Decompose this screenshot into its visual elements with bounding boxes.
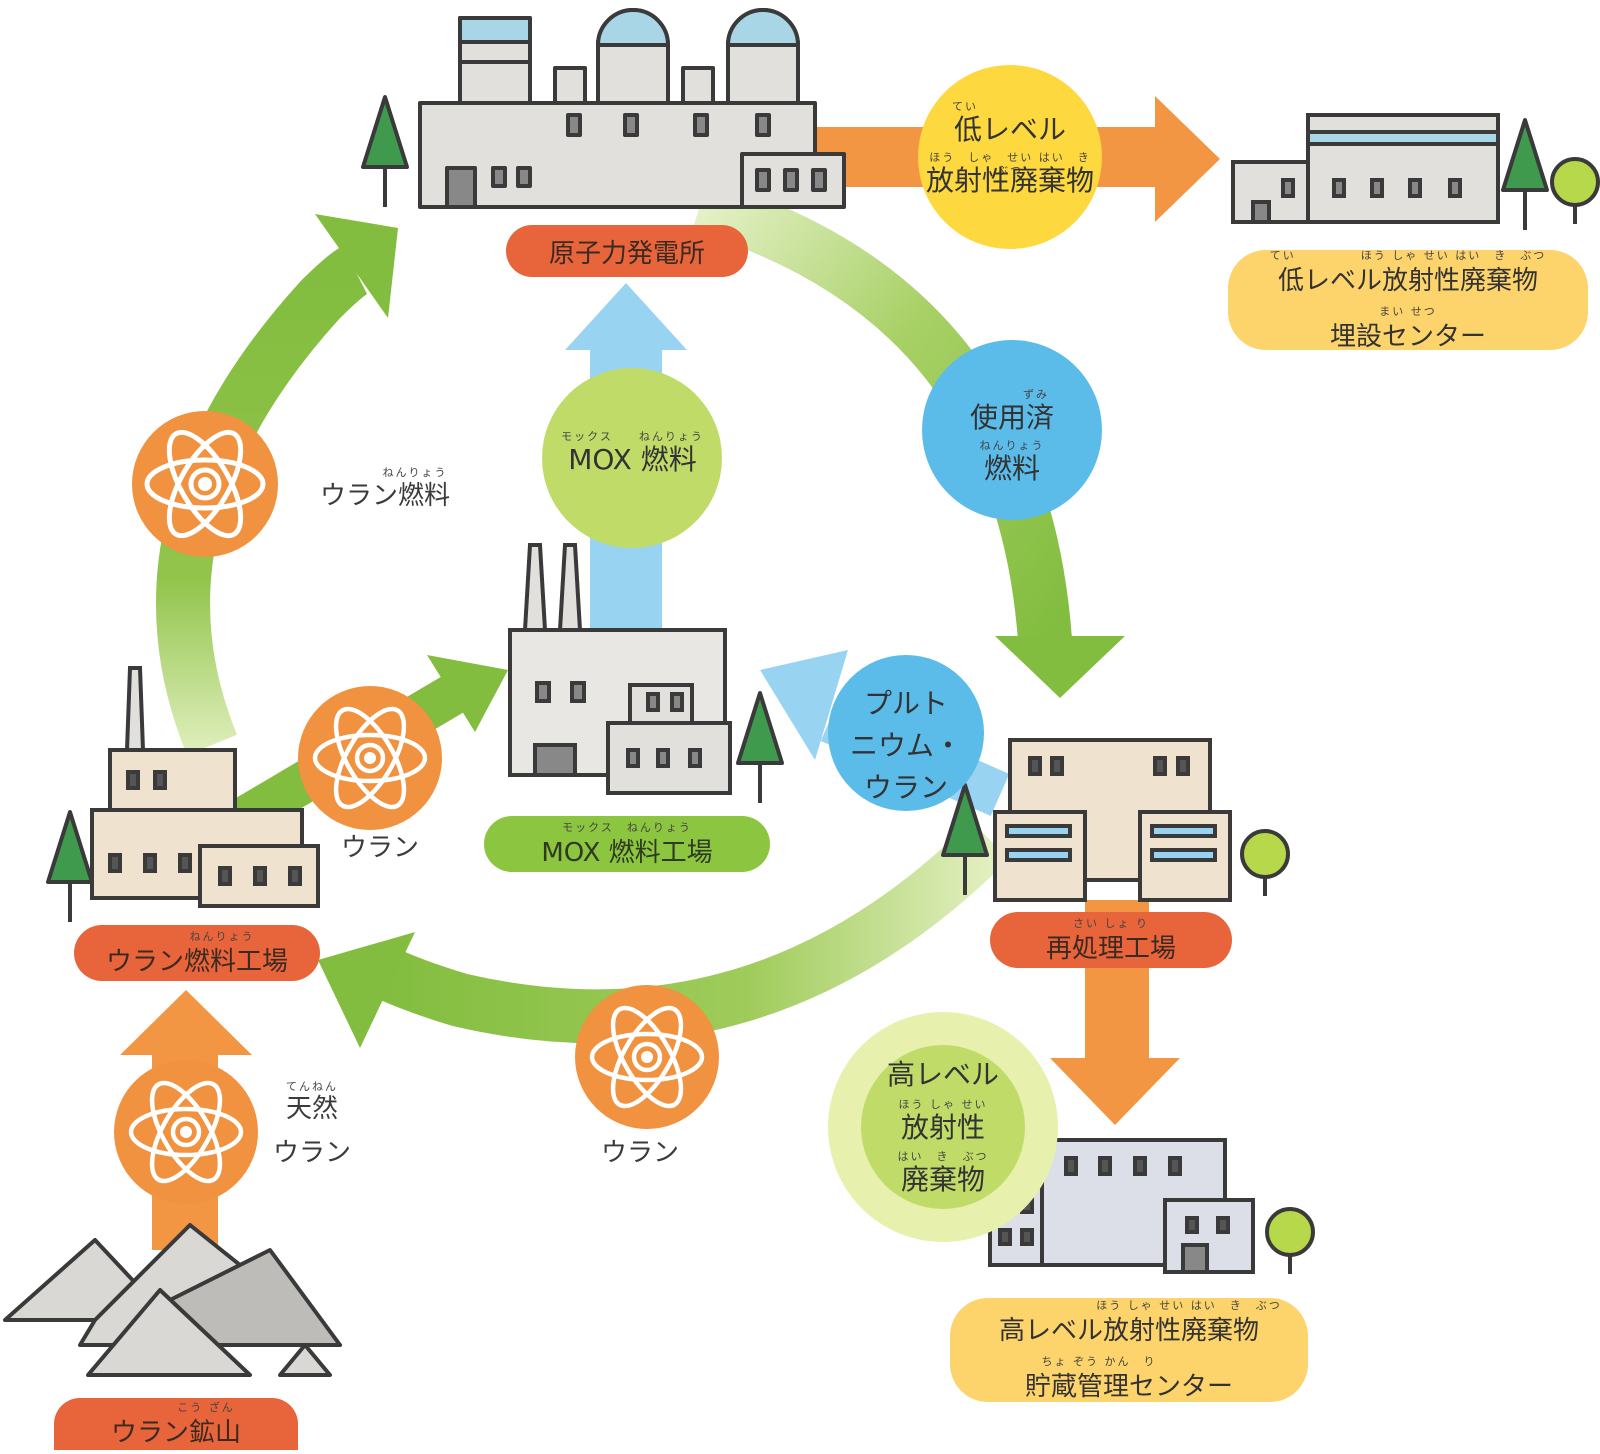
- mox-fuel-bubble-text: モックス ねんりょう MOX 燃料: [545, 430, 720, 477]
- node-reprocessing-plant-label: 再処理工場: [1045, 934, 1176, 964]
- high-waste-bubble-text: 高レベル ほう しゃ せい 放射性 はい き ぶつ 廃棄物: [868, 1058, 1018, 1197]
- arrowhead-to-mox-plant-blue: [760, 650, 848, 760]
- ruby-text: ずみ: [1023, 388, 1049, 401]
- natural-uranium-label: てんねん 天然 ウラン: [262, 1080, 362, 1171]
- ruby-text: ちょ ぞう かん り: [1041, 1355, 1157, 1368]
- power-plant-building: [418, 8, 846, 209]
- arrowhead-to-mox-plant: [427, 655, 508, 732]
- node-mox-fuel-plant: モックス ねんりょう MOX 燃料工場: [484, 816, 770, 872]
- ruby-text: ねんりょう: [979, 438, 1045, 452]
- atom-icon: [132, 411, 278, 557]
- low-center-line1: 低レベル放射性廃棄物: [1277, 266, 1538, 296]
- low-waste-line2: 放射性廃棄物: [925, 163, 1094, 197]
- ruby-text: ねんりょう: [189, 930, 255, 943]
- tree-icon: [46, 810, 94, 924]
- ruby-text: モックス ねんりょう: [561, 430, 704, 443]
- spent-line1: 使用済: [969, 401, 1054, 434]
- uranium-fuel-text: ウラン燃料: [319, 481, 450, 511]
- pu-line3: ウラン: [863, 771, 948, 804]
- high-line1: 高レベル: [886, 1058, 999, 1091]
- ruby-text: ほう しゃ せい はい き ぶつ: [929, 150, 1104, 177]
- atom-icon: [298, 686, 442, 830]
- arrowhead-to-low-waste-center: [1155, 96, 1220, 222]
- tree-icon: [361, 95, 409, 209]
- node-power-plant: 原子力発電所: [506, 225, 748, 277]
- arrowhead-to-high-waste-center: [1050, 1058, 1180, 1125]
- low-level-waste-center-building: [1231, 113, 1500, 224]
- ruby-text: はい き ぶつ: [897, 1150, 989, 1164]
- ruby-text: こう ざん: [177, 1401, 235, 1414]
- ruby-text: てんねん: [286, 1080, 338, 1093]
- atom-icon: [114, 1060, 258, 1204]
- mox-fuel-label: MOX 燃料: [568, 443, 697, 476]
- ruby-text: モックス ねんりょう: [562, 821, 692, 834]
- ruby-text: ねんりょう: [382, 466, 448, 479]
- node-mox-fuel-plant-label: MOX 燃料工場: [541, 838, 713, 868]
- spent-fuel-bubble: [922, 340, 1102, 520]
- pu-line1: プルト: [863, 687, 948, 720]
- ruby-text: ほう しゃ せい はい き ぶつ: [1096, 1299, 1282, 1312]
- ruby-text: てい ほう しゃ せい はい き ぶつ: [1269, 249, 1547, 262]
- uranium-label-a: ウラン: [330, 830, 430, 868]
- ruby-text: さい しょ り: [1073, 917, 1149, 930]
- spent-fuel-bubble-text: ずみ 使用済 ねんりょう 燃料: [932, 388, 1092, 485]
- ruby-text: ほう しゃ せい: [898, 1097, 988, 1111]
- high-line3: 廃棄物: [900, 1163, 985, 1197]
- uranium-a-text: ウラン: [340, 833, 419, 863]
- uranium-fuel-label: ねんりょう ウラン燃料: [305, 465, 465, 516]
- ruby-text: てい: [952, 100, 978, 113]
- low-waste-bubble: [918, 65, 1102, 249]
- ruby-text: まい せつ: [1379, 305, 1437, 318]
- tree-icon: [1501, 118, 1549, 232]
- tree-icon: [1550, 157, 1600, 226]
- node-low-level-waste-center: てい ほう しゃ せい はい き ぶつ 低レベル放射性廃棄物 まい せつ 埋設セ…: [1228, 249, 1588, 352]
- uranium-fuel-plant-building: [90, 666, 320, 908]
- arrowhead-to-power-plant: [315, 214, 398, 318]
- arrowhead-to-uranium-fuel-plant-orange: [120, 990, 252, 1055]
- node-reprocessing-plant: さい しょ り 再処理工場: [990, 912, 1232, 968]
- natural-line1: 天然: [285, 1094, 338, 1124]
- arrowhead-to-reprocessing: [995, 636, 1125, 698]
- tree-icon: [736, 691, 784, 805]
- high-waste-bubble: [861, 1045, 1025, 1209]
- node-uranium-mine: こう ざん ウラン鉱山: [54, 1398, 298, 1450]
- high-center-line1: 高レベル放射性廃棄物: [998, 1316, 1259, 1346]
- tree-icon: [1240, 829, 1290, 898]
- high-line2: 放射性: [900, 1110, 985, 1144]
- node-uranium-mine-label: ウラン鉱山: [110, 1418, 241, 1448]
- mox-fuel-bubble: [542, 368, 722, 548]
- pu-line2: ニウム・: [849, 729, 962, 762]
- low-waste-line1: 低レベル: [953, 113, 1066, 146]
- uranium-label-b: ウラン: [590, 1135, 690, 1173]
- arrowhead-to-uranium-fuel-plant: [318, 932, 415, 1048]
- natural-line2: ウラン: [272, 1137, 351, 1168]
- mountain-icon: [3, 1223, 342, 1377]
- plutonium-uranium-bubble: [828, 655, 984, 811]
- plutonium-uranium-bubble-text: プルト ニウム・ ウラン: [840, 683, 972, 809]
- arrow-spent-fuel: [692, 179, 1072, 642]
- node-uranium-fuel-plant-label: ウラン燃料工場: [105, 947, 288, 977]
- low-waste-bubble-text: てい 低レベル ほう しゃ せい はい き ぶつ 放射性廃棄物: [918, 100, 1102, 197]
- spent-line2: 燃料: [983, 451, 1040, 485]
- reprocessing-plant-building: [993, 738, 1232, 902]
- uranium-b-text: ウラン: [600, 1138, 679, 1168]
- high-center-line2: 貯蔵管理センター: [1024, 1372, 1233, 1402]
- node-uranium-fuel-plant: ねんりょう ウラン燃料工場: [74, 925, 320, 981]
- arrowhead-mox-to-power-plant: [565, 283, 687, 350]
- low-center-line2: 埋設センター: [1329, 322, 1486, 352]
- mox-fuel-plant-building: [508, 543, 732, 795]
- node-high-level-waste-center: ほう しゃ せい はい き ぶつ 高レベル放射性廃棄物 ちょ ぞう かん り 貯…: [950, 1298, 1308, 1402]
- atom-icon: [575, 985, 719, 1129]
- node-power-plant-label: 原子力発電所: [548, 238, 705, 269]
- tree-icon: [1265, 1207, 1315, 1276]
